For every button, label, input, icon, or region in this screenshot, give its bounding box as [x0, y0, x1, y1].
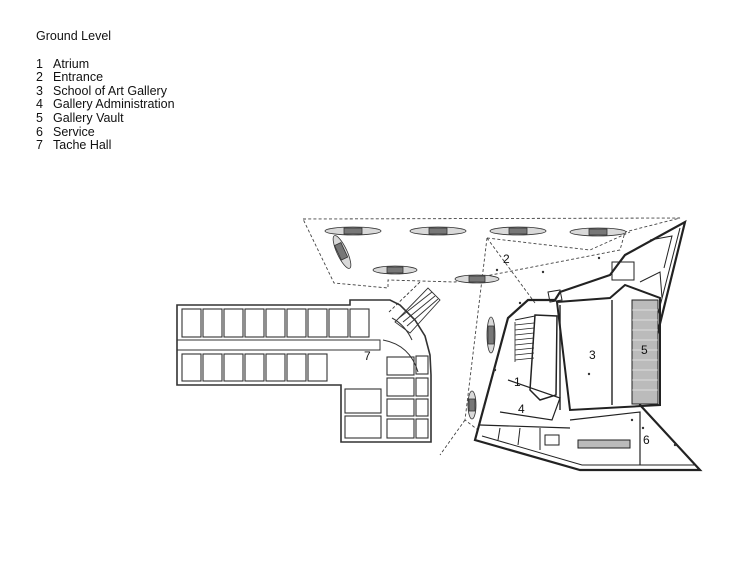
label-tache-hall: 7 — [364, 349, 371, 363]
tache-hall-rooms-wing — [344, 355, 429, 439]
tache-hall-block — [176, 299, 432, 443]
legend-number: 4 — [36, 97, 43, 112]
legend-number: 6 — [36, 124, 43, 139]
label-entrance: 2 — [503, 252, 510, 266]
legend-item: 7 Tache Hall — [36, 139, 175, 153]
legend-item: 5 Gallery Vault — [36, 110, 175, 126]
legend-item: 6 Service — [36, 124, 175, 140]
label-atrium: 1 — [514, 375, 521, 389]
label-art-gallery: 3 — [589, 348, 596, 362]
legend-item: 4 Gallery Administration — [36, 98, 175, 112]
legend-label: Tache Hall — [53, 138, 112, 153]
canopy-outline — [302, 217, 681, 456]
legend-label: Atrium — [53, 56, 90, 71]
label-gallery-vault: 5 — [641, 343, 648, 357]
label-gallery-admin: 4 — [518, 402, 525, 416]
legend-item: 2 Entrance — [36, 71, 175, 85]
tache-hall-rooms-south — [181, 353, 328, 382]
legend-label: School of Art Gallery — [53, 83, 167, 98]
tache-hall-rooms-north — [181, 308, 370, 338]
vault-racks — [631, 299, 659, 405]
legend-number: 3 — [36, 83, 43, 98]
vault-rack-lines — [632, 309, 658, 391]
legend-item: 3 School of Art Gallery — [36, 83, 175, 99]
legend-number: 1 — [36, 56, 43, 71]
north-stair-core — [611, 261, 635, 281]
legend: Ground Level 1 Atrium 2 Entrance 3 School o… — [36, 29, 175, 153]
legend-number: 7 — [36, 138, 43, 153]
atrium-stair — [514, 322, 535, 362]
skylights — [324, 226, 627, 420]
legend-item: 1 Atrium — [36, 56, 175, 72]
legend-title: Ground Level — [36, 29, 112, 43]
service-core — [544, 434, 560, 446]
legend-label: Entrance — [53, 70, 104, 85]
structural-columns — [482, 256, 677, 447]
legend-label: Service — [53, 124, 95, 139]
gallery-interior — [479, 235, 673, 465]
service-shelving — [577, 439, 631, 449]
connecting-stair — [388, 281, 441, 334]
legend-label: Gallery Vault — [53, 110, 124, 125]
label-service: 6 — [643, 433, 650, 447]
legend-number: 5 — [36, 110, 43, 125]
legend-label: Gallery Administration — [53, 97, 175, 112]
legend-number: 2 — [36, 70, 43, 85]
